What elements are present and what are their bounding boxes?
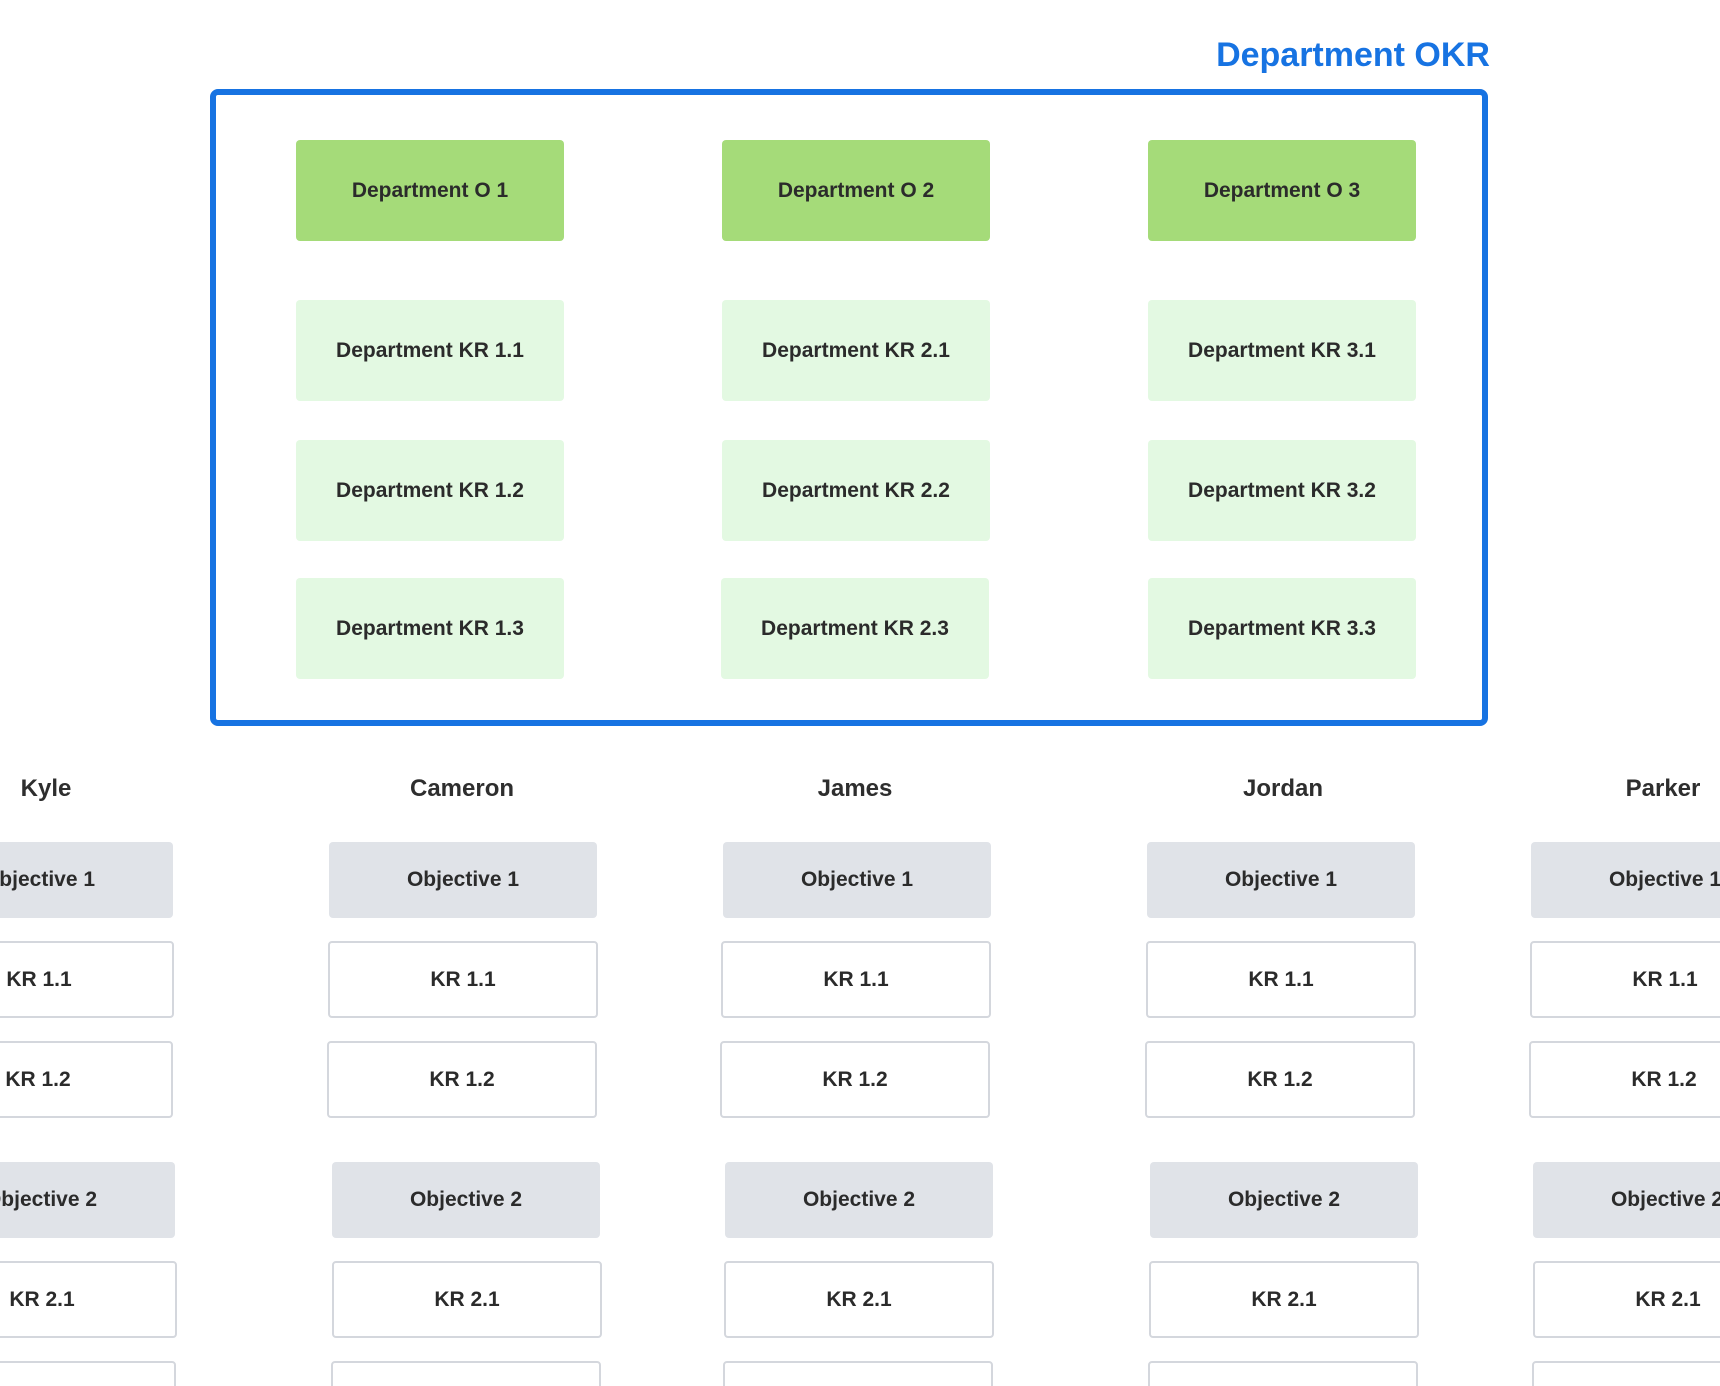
department-objective-2[interactable]: Department O 2 [722, 140, 990, 241]
james-objective-2[interactable]: Objective 2 [725, 1162, 993, 1238]
kyle-objective-2[interactable]: Objective 2 [0, 1162, 175, 1238]
jordan-kr-2-1[interactable]: KR 2.1 [1149, 1261, 1419, 1338]
kyle-objective-1[interactable]: Objective 1 [0, 842, 173, 918]
jordan-kr-1-1[interactable]: KR 1.1 [1146, 941, 1416, 1018]
parker-kr-2-2-partial[interactable] [1532, 1361, 1720, 1386]
james-objective-1[interactable]: Objective 1 [723, 842, 991, 918]
person-name-parker: Parker [1625, 775, 1701, 802]
kyle-kr-2-1[interactable]: KR 2.1 [0, 1261, 177, 1338]
parker-kr-2-1[interactable]: KR 2.1 [1533, 1261, 1720, 1338]
parker-objective-2[interactable]: Objective 2 [1533, 1162, 1720, 1238]
kyle-kr-2-2-partial[interactable] [0, 1361, 176, 1386]
person-name-james: James [817, 775, 893, 802]
cameron-objective-2[interactable]: Objective 2 [332, 1162, 600, 1238]
jordan-objective-1[interactable]: Objective 1 [1147, 842, 1415, 918]
cameron-kr-1-2[interactable]: KR 1.2 [327, 1041, 597, 1118]
department-kr-2-1[interactable]: Department KR 2.1 [722, 300, 990, 401]
james-kr-1-1[interactable]: KR 1.1 [721, 941, 991, 1018]
james-kr-2-2-partial[interactable] [723, 1361, 993, 1386]
department-objective-3[interactable]: Department O 3 [1148, 140, 1416, 241]
person-name-kyle: Kyle [20, 775, 72, 802]
cameron-objective-1[interactable]: Objective 1 [329, 842, 597, 918]
department-objective-1[interactable]: Department O 1 [296, 140, 564, 241]
department-kr-2-2[interactable]: Department KR 2.2 [722, 440, 990, 541]
jordan-objective-2[interactable]: Objective 2 [1150, 1162, 1418, 1238]
cameron-kr-2-1[interactable]: KR 2.1 [332, 1261, 602, 1338]
cameron-kr-1-1[interactable]: KR 1.1 [328, 941, 598, 1018]
department-kr-3-2[interactable]: Department KR 3.2 [1148, 440, 1416, 541]
jordan-kr-1-2[interactable]: KR 1.2 [1145, 1041, 1415, 1118]
james-kr-1-2[interactable]: KR 1.2 [720, 1041, 990, 1118]
department-kr-3-3[interactable]: Department KR 3.3 [1148, 578, 1416, 679]
person-name-cameron: Cameron [409, 775, 515, 802]
jordan-kr-2-2-partial[interactable] [1148, 1361, 1418, 1386]
kyle-kr-1-1[interactable]: KR 1.1 [0, 941, 174, 1018]
department-kr-1-1[interactable]: Department KR 1.1 [296, 300, 564, 401]
department-okr-title: Department OKR [1216, 36, 1490, 74]
department-kr-3-1[interactable]: Department KR 3.1 [1148, 300, 1416, 401]
person-name-jordan: Jordan [1242, 775, 1324, 802]
parker-kr-1-1[interactable]: KR 1.1 [1530, 941, 1720, 1018]
department-kr-2-3[interactable]: Department KR 2.3 [721, 578, 989, 679]
parker-objective-1[interactable]: Objective 1 [1531, 842, 1720, 918]
cameron-kr-2-2-partial[interactable] [331, 1361, 601, 1386]
department-kr-1-3[interactable]: Department KR 1.3 [296, 578, 564, 679]
kyle-kr-1-2[interactable]: KR 1.2 [0, 1041, 173, 1118]
department-okr-frame [210, 89, 1488, 726]
parker-kr-1-2[interactable]: KR 1.2 [1529, 1041, 1720, 1118]
james-kr-2-1[interactable]: KR 2.1 [724, 1261, 994, 1338]
department-kr-1-2[interactable]: Department KR 1.2 [296, 440, 564, 541]
